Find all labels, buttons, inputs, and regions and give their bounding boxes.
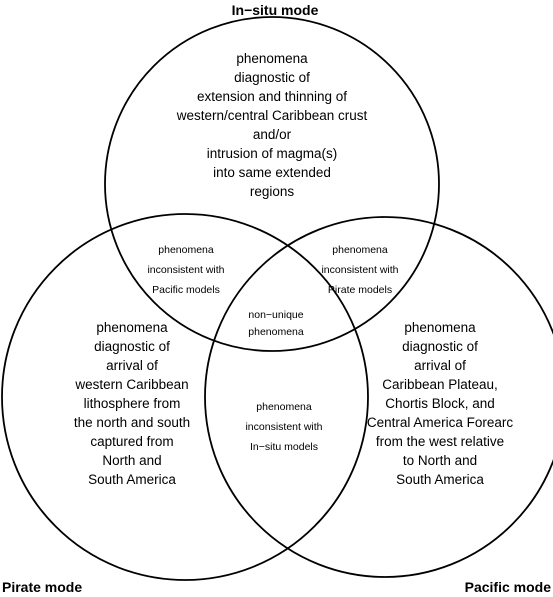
region-line: diagnostic of xyxy=(402,339,478,354)
region-line: diagnostic of xyxy=(234,70,310,85)
in-situ-circle xyxy=(104,16,440,352)
region-line: Pirate models xyxy=(328,284,392,296)
region-line: diagnostic of xyxy=(94,339,170,354)
pirate-mode-title: Pirate mode xyxy=(2,579,82,595)
in-situ-region-text: phenomena diagnostic of extension and thin… xyxy=(176,51,368,199)
region-line: North and xyxy=(102,453,161,468)
pacific-mode-title: Pacific mode xyxy=(465,579,552,595)
region-line: western/central Caribbean crust xyxy=(176,108,368,123)
region-line: In−situ models xyxy=(250,441,318,453)
region-line: and/or xyxy=(253,127,292,142)
region-line: Caribbean Plateau, xyxy=(382,377,498,392)
region-line: phenomena xyxy=(248,326,304,338)
pirate-circle xyxy=(1,213,369,581)
region-line: South America xyxy=(88,472,176,487)
region-line: western Caribbean xyxy=(74,377,188,392)
region-line: phenomena xyxy=(332,244,388,256)
region-line: Central America Forearc xyxy=(367,415,514,430)
region-line: inconsistent with xyxy=(321,264,398,276)
region-line: phenomena xyxy=(256,401,312,413)
region-line: arrival of xyxy=(106,358,158,373)
pirate-region-text: phenomena diagnostic of arrival of western … xyxy=(74,320,190,487)
region-line: lithosphere from xyxy=(84,396,181,411)
region-line: inconsistent with xyxy=(245,421,322,433)
region-line: South America xyxy=(396,472,484,487)
region-line: from the west relative xyxy=(376,434,504,449)
region-line: intrusion of magma(s) xyxy=(207,146,338,161)
region-line: Pacific models xyxy=(152,284,220,296)
region-line: extension and thinning of xyxy=(197,89,347,104)
region-line: phenomena xyxy=(404,320,476,335)
pacific-region-text: phenomena diagnostic of arrival of Caribbea… xyxy=(367,320,514,487)
region-line: non−unique xyxy=(248,309,303,321)
region-line: phenomena xyxy=(236,51,308,66)
region-line: the north and south xyxy=(74,415,190,430)
region-line: captured from xyxy=(90,434,173,449)
region-line: regions xyxy=(250,184,295,199)
region-line: phenomena xyxy=(158,244,214,256)
region-line: into same extended xyxy=(213,165,331,180)
region-line: Chortis Block, and xyxy=(385,396,495,411)
region-line: phenomena xyxy=(96,320,168,335)
region-line: arrival of xyxy=(414,358,466,373)
region-line: inconsistent with xyxy=(147,264,224,276)
region-line: to North and xyxy=(403,453,477,468)
pacific-circle xyxy=(204,216,553,578)
center-overlap-text: non−unique phenomena xyxy=(248,309,304,338)
in-situ-mode-title: In−situ mode xyxy=(232,2,319,18)
